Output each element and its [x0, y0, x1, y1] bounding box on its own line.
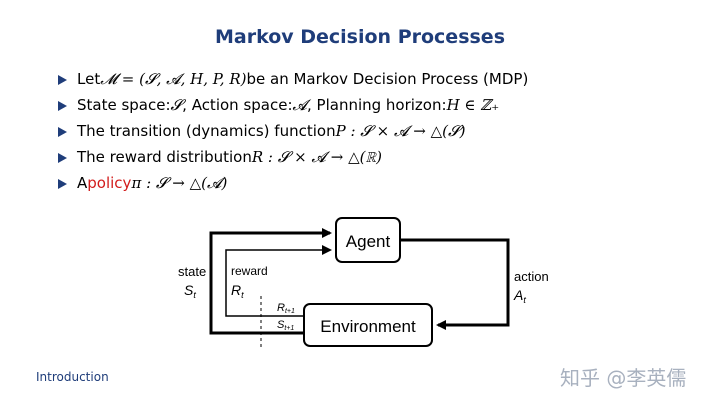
bullet-triangle-icon	[58, 100, 67, 111]
watermark: 知乎 @李英儒	[560, 366, 687, 390]
state-label: state	[178, 264, 206, 279]
section-footer: Introduction	[36, 370, 109, 384]
state-arrow	[209, 228, 332, 335]
slide-title: Markov Decision Processes	[214, 26, 506, 48]
environment-box	[303, 303, 433, 347]
bullet-triangle-icon	[58, 178, 67, 189]
bullet-transition: The transition (dynamics) function P : 𝓢…	[58, 118, 698, 144]
agent-label: Agent	[346, 232, 391, 251]
action-arrow	[400, 238, 510, 330]
next-reward-symbol: Rt+1	[277, 302, 295, 315]
bullet-policy: A policy π : 𝓢 → △(𝓐)	[58, 170, 698, 196]
reward-label: reward	[231, 264, 268, 278]
bullet-triangle-icon	[58, 152, 67, 163]
bullet-triangle-icon	[58, 74, 67, 85]
bullet-list: Let 𝓜 = (𝓢, 𝓐, H, P, R) be an Markov Dec…	[58, 66, 698, 196]
reward-symbol: Rt	[231, 282, 244, 300]
action-symbol: At	[513, 287, 526, 305]
action-label: action	[514, 269, 549, 284]
bullet-triangle-icon	[58, 126, 67, 137]
state-symbol: St	[184, 282, 196, 300]
policy-highlight: policy	[87, 174, 132, 192]
reward-arrow	[225, 245, 332, 317]
bullet-spaces: State space: 𝓢, Action space: 𝓐, Plannin…	[58, 92, 698, 118]
environment-label: Environment	[320, 317, 416, 336]
bullet-reward: The reward distribution R : 𝓢 × 𝓐 → △(ℝ)	[58, 144, 698, 170]
bullet-mdp-definition: Let 𝓜 = (𝓢, 𝓐, H, P, R) be an Markov Dec…	[58, 66, 698, 92]
next-state-symbol: St+1	[277, 319, 294, 332]
